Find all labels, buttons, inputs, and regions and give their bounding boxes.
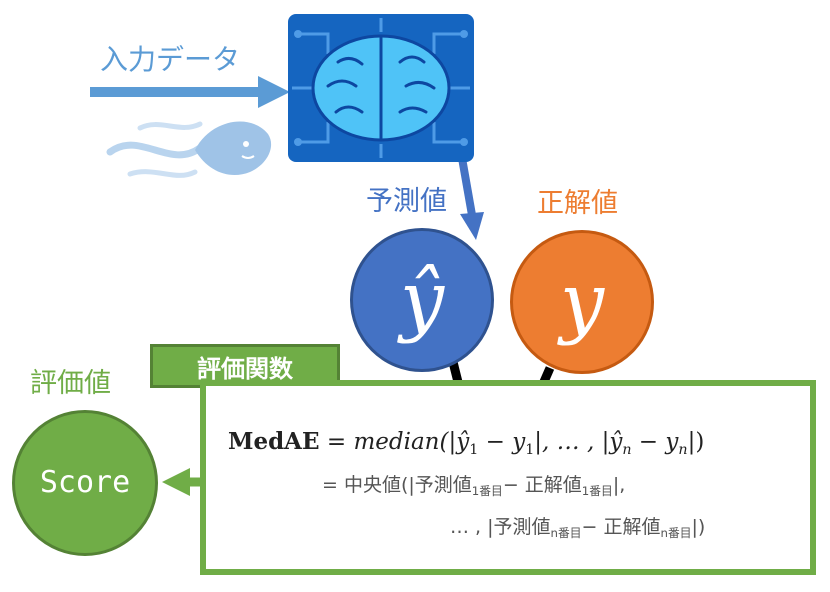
formula2-prefix: = 中央値(|予測値 xyxy=(322,474,472,496)
formula-part-a: (|ŷ xyxy=(439,429,470,455)
formula-part-b: − y xyxy=(478,429,526,455)
ai-brain-chip xyxy=(288,14,474,162)
prediction-symbol: ŷ xyxy=(399,255,445,345)
formula2-tail: |, xyxy=(612,474,626,496)
input-data-label: 入力データ xyxy=(100,43,241,76)
ground-truth-label: 正解値 xyxy=(537,188,618,219)
score-circle: Score xyxy=(12,410,158,556)
formula-line-1: MedAE = median(|ŷ1 − y1|, … , |ŷn − yn|) xyxy=(228,428,704,458)
formula3-mid: − 正解値 xyxy=(581,516,661,538)
ground-truth-symbol: y xyxy=(559,257,605,347)
formula-part-d: − y xyxy=(631,429,679,455)
brain-to-prediction-arrow xyxy=(458,157,484,240)
formula-line-2: = 中央値(|予測値1番目− 正解値1番目|, xyxy=(322,470,625,499)
formula3-sub-a: n番目 xyxy=(550,526,582,541)
ground-truth-circle: y xyxy=(510,230,654,374)
score-label: Score xyxy=(39,465,131,500)
formula-box: MedAE = median(|ŷ1 − y1|, … , |ŷn − yn|)… xyxy=(200,380,816,575)
formula2-mid: − 正解値 xyxy=(502,474,582,496)
data-stream-icon xyxy=(106,121,272,178)
input-arrow xyxy=(90,76,290,108)
formula-sub-c: n xyxy=(622,441,632,458)
formula-sub-a: 1 xyxy=(469,441,479,458)
formula-to-score-arrow xyxy=(162,468,205,496)
formula-fn: median xyxy=(353,429,440,455)
prediction-label: 予測値 xyxy=(366,186,447,217)
formula-part-c: |, … , |ŷ xyxy=(534,429,623,455)
formula-part-e: |) xyxy=(687,429,705,455)
formula2-sub-b: 1番目 xyxy=(581,484,613,499)
formula3-prefix: … , |予測値 xyxy=(450,516,551,538)
formula-eq: = xyxy=(326,429,347,455)
brain-icon xyxy=(292,18,470,158)
formula-lhs: MedAE xyxy=(228,428,320,455)
formula3-sub-b: n番目 xyxy=(660,526,692,541)
eval-function-label: 評価関数 xyxy=(197,354,293,383)
formula-sub-b: 1 xyxy=(525,441,535,458)
formula3-tail: |) xyxy=(691,516,706,538)
formula-line-3: … , |予測値n番目− 正解値n番目|) xyxy=(450,512,705,541)
formula2-sub-a: 1番目 xyxy=(471,484,503,499)
prediction-circle: ŷ xyxy=(350,228,494,372)
eval-value-label: 評価値 xyxy=(30,368,111,399)
formula-sub-d: n xyxy=(678,441,688,458)
